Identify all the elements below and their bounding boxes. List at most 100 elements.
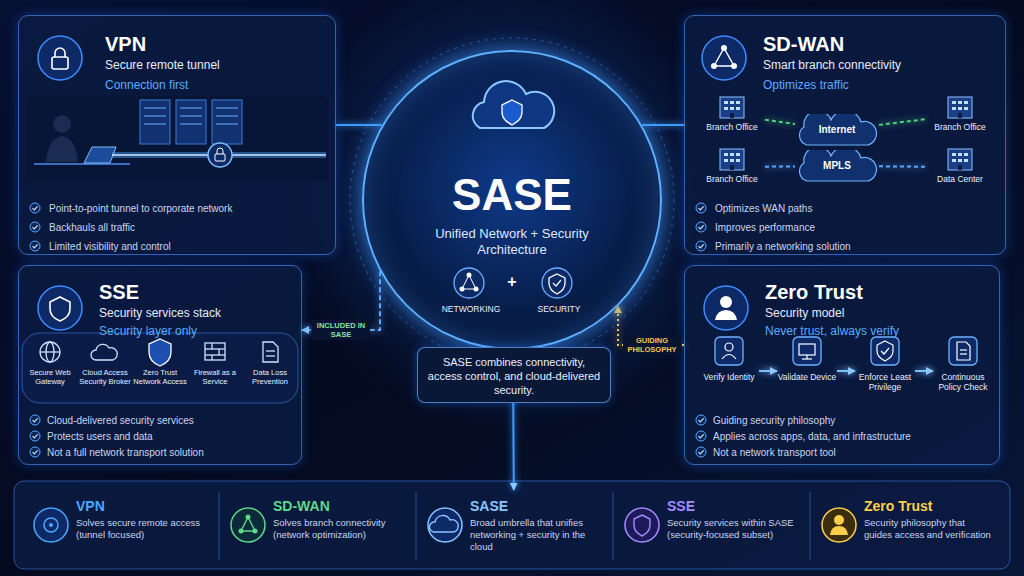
- remote-user-illustration: [140, 100, 242, 144]
- summary-icon: [634, 515, 650, 536]
- edge-label: GUIDING PHILOSOPHY: [623, 335, 681, 355]
- remote-user-illustration: [84, 147, 116, 163]
- node-text: Solves branch connectivity (network opti…: [273, 517, 403, 541]
- summary-icon: [429, 516, 458, 532]
- node-title: Secure Web Gateway: [23, 368, 77, 386]
- cloud-shield-icon: [473, 81, 554, 128]
- sase-hub: SASEUnified Network + Security Architect…: [362, 50, 662, 350]
- sase-circle-fill: [350, 38, 674, 362]
- node-text: Cloud-delivered security services: [47, 414, 295, 427]
- node-title: SASE: [470, 498, 600, 515]
- panel-fill: [18, 15, 336, 255]
- node-title: Branch Office: [927, 122, 993, 132]
- node-title: Data Center: [927, 174, 993, 184]
- branch-office: Branch Office: [699, 146, 765, 188]
- node-text: Security services stack: [99, 306, 295, 321]
- zero-trust-icon: [704, 286, 748, 330]
- remote-user-illustration: [216, 124, 238, 125]
- node-text: Applies across apps, data, and infrastru…: [713, 430, 993, 443]
- summary-icon: [246, 515, 251, 520]
- service-icon: [266, 355, 275, 356]
- node-text: Broad umbrella that unifies networking +…: [470, 517, 600, 553]
- node-title: Branch Office: [699, 122, 765, 132]
- policy-step: Enforce Least Privilege: [855, 336, 915, 406]
- remote-user-illustration: [144, 116, 166, 117]
- remote-user-illustration: [208, 143, 232, 167]
- summary-item: Zero TrustSecurity philosophy that guide…: [814, 490, 1002, 560]
- step-glyph: [725, 343, 733, 351]
- networking-icon: [474, 287, 479, 292]
- node-title: Continuous Policy Check: [933, 372, 993, 392]
- service-icon: [266, 350, 275, 351]
- step-glyph: [957, 342, 970, 360]
- remote-user-illustration: [144, 108, 166, 109]
- node-text: Optimizes traffic: [763, 78, 999, 93]
- connector: [765, 120, 795, 124]
- step-glyph: [881, 348, 889, 354]
- summary-icon: [49, 523, 53, 527]
- vpn-icon: [38, 36, 82, 80]
- panel-fill: [18, 265, 302, 465]
- node-text: Security layer only: [99, 324, 295, 339]
- service-icon: Zero Trust Network Access: [133, 340, 187, 406]
- node-text: Guiding security philosophy: [713, 414, 993, 427]
- building-icon: [720, 149, 744, 170]
- vpn-icon: [52, 57, 68, 69]
- networking-icon: [460, 287, 465, 292]
- sdwan-panel: SD-WANSmart branch connectivityOptimizes…: [684, 15, 1006, 255]
- building-icon: [948, 149, 972, 170]
- cloud-shield-icon: [473, 81, 554, 128]
- sdwan-icon: [731, 63, 737, 69]
- connector: [759, 370, 777, 372]
- step-icon: [871, 337, 899, 365]
- sase-circle-fill: [350, 38, 674, 362]
- remote-user-illustration: [144, 108, 238, 124]
- service-icon: [40, 339, 278, 366]
- node-title: SD-WAN: [763, 32, 999, 56]
- node-text: Solves secure remote access (tunnel focu…: [76, 517, 206, 541]
- sse-icon: [38, 286, 82, 330]
- node-text: Secure remote tunnel: [105, 58, 329, 73]
- connector: [879, 119, 927, 125]
- service-icon: [211, 355, 212, 360]
- remote-user-illustration: [34, 163, 130, 165]
- summary-icon: [822, 508, 856, 542]
- panel-fill: [684, 15, 1006, 255]
- service-icon: Secure Web Gateway: [23, 340, 77, 406]
- service-icon: [149, 339, 171, 366]
- security-icon: [542, 268, 572, 298]
- node-title: Validate Device: [777, 372, 837, 382]
- remote-user-illustration: [140, 100, 170, 144]
- security-icon: [542, 268, 572, 298]
- operator-label: +: [504, 273, 520, 291]
- bullet-icon: [30, 431, 40, 441]
- vpn-icon: [55, 48, 65, 57]
- glow: [282, 0, 742, 430]
- summary-item: SASE Broad umbrella that unifies networki…: [420, 490, 608, 560]
- edge-label-holder: INCLUDED IN SASE: [312, 320, 370, 340]
- node-title: Cloud Access Security Broker: [78, 368, 132, 386]
- node-title: MPLS: [795, 160, 879, 172]
- node-text: Not a network transport tool: [713, 446, 993, 459]
- sdwan-icon: [702, 36, 746, 80]
- node-title: Branch Office: [699, 174, 765, 184]
- summary-item: SSESecurity services within SASE (securi…: [617, 490, 805, 560]
- node-text: Primarily a networking solution: [715, 240, 999, 253]
- cloud-shield-icon: [502, 100, 522, 125]
- remote-user-illustration: [26, 96, 328, 180]
- node-text: Never trust, always verify: [765, 324, 993, 339]
- bullet-icon: [30, 241, 40, 251]
- node-text: Optimizes WAN paths: [715, 202, 999, 215]
- remote-user-illustration: [46, 136, 78, 162]
- branch-office: Branch Office: [927, 94, 993, 136]
- bullet-icon: [30, 203, 40, 213]
- sase-summary: SASE combines connectivity, access contr…: [417, 347, 611, 403]
- node-text: Not a full network transport solution: [47, 446, 295, 459]
- bullet-icon: [696, 431, 706, 441]
- panel-fill: [684, 265, 1000, 465]
- service-icon: Cloud Access Security Broker: [78, 340, 132, 406]
- step-glyph: [877, 341, 893, 361]
- divider: [416, 492, 417, 560]
